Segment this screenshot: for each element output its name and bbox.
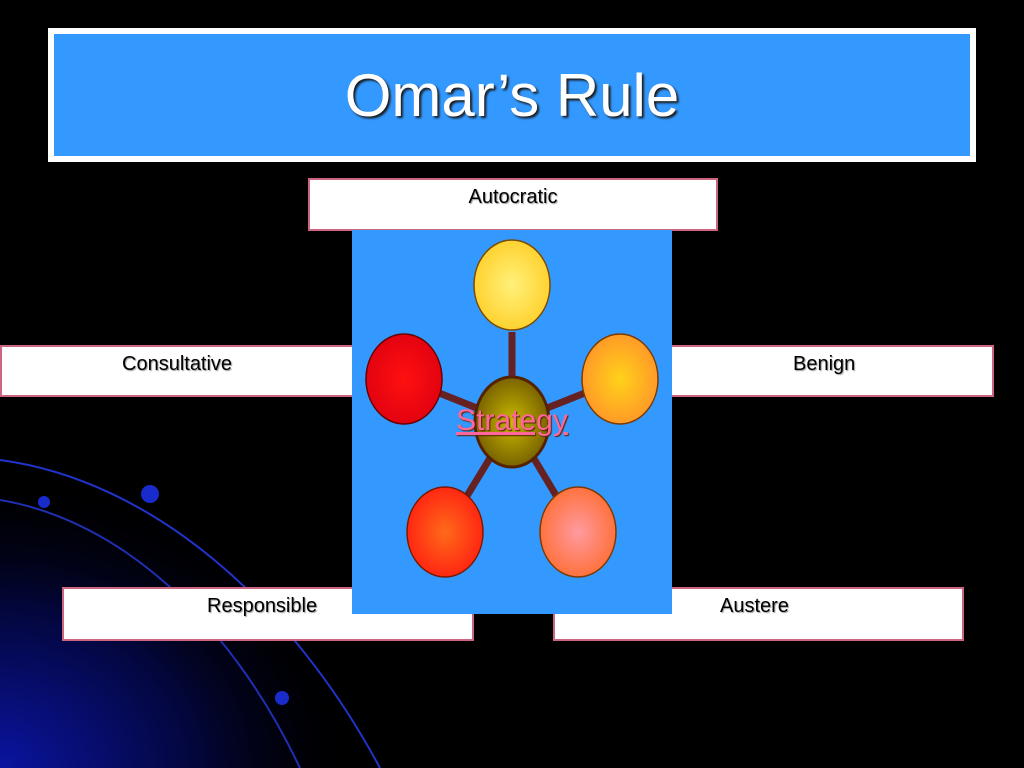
node-left bbox=[365, 333, 443, 425]
label-benign-text: Benign bbox=[793, 353, 856, 375]
slide-title: Omar’s Rule bbox=[344, 61, 680, 129]
label-consultative: Consultative bbox=[0, 345, 364, 397]
node-bottom-left bbox=[406, 486, 484, 578]
label-austere-text: Austere bbox=[720, 595, 789, 617]
title-panel: Omar’s Rule bbox=[54, 34, 970, 156]
node-bottom-right bbox=[539, 486, 617, 578]
strategy-diagram bbox=[365, 239, 659, 578]
label-autocratic: Autocratic bbox=[308, 178, 718, 231]
title-box: Omar’s Rule bbox=[48, 28, 976, 162]
node-top bbox=[473, 239, 551, 331]
label-responsible: Responsible bbox=[62, 587, 474, 641]
label-benign: Benign bbox=[660, 345, 994, 397]
strategy-label: Strategy bbox=[456, 404, 568, 437]
strategy-diagram-panel: Strategy bbox=[352, 230, 672, 614]
label-responsible-text: Responsible bbox=[207, 595, 318, 617]
node-right bbox=[581, 333, 659, 425]
label-autocratic-text: Autocratic bbox=[468, 186, 558, 208]
label-consultative-text: Consultative bbox=[122, 353, 233, 375]
node-center bbox=[473, 375, 551, 469]
